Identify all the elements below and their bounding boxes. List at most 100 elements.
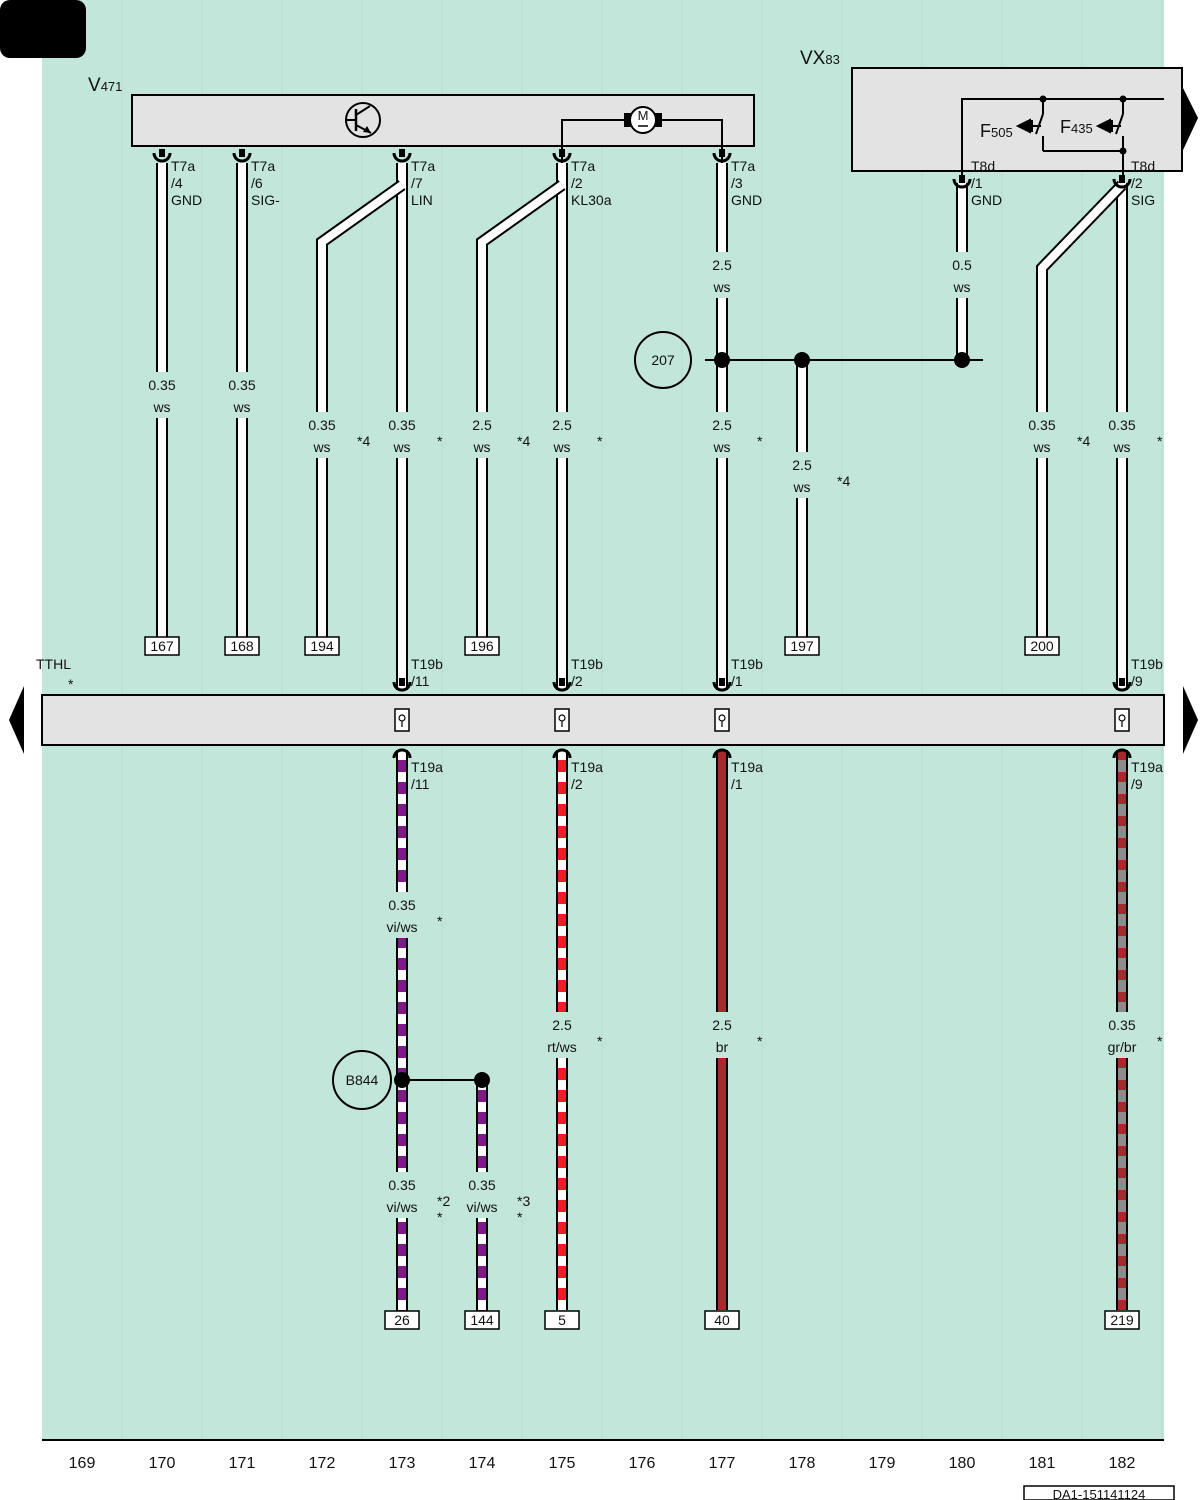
wire-note: *4 bbox=[517, 433, 530, 449]
splice-point bbox=[954, 352, 970, 368]
wire-note: *2* bbox=[437, 1193, 450, 1225]
wire-size: 2.5 bbox=[472, 417, 492, 433]
wire-color: vi/ws bbox=[466, 1199, 497, 1215]
wire-reference-box[interactable]: 40 bbox=[704, 1310, 740, 1330]
wire-size: 0.35 bbox=[308, 417, 335, 433]
wire-color: gr/br bbox=[1108, 1039, 1137, 1055]
wire-color: ws bbox=[472, 439, 490, 455]
wire-reference-number: 196 bbox=[470, 638, 494, 654]
junction-dot bbox=[1119, 95, 1127, 103]
v471-label: V471 bbox=[88, 75, 122, 96]
column-number: 170 bbox=[149, 1455, 176, 1472]
wire-reference-box[interactable]: 196 bbox=[464, 636, 500, 656]
wire-color: rt/ws bbox=[547, 1039, 577, 1055]
wire-size: 0.35 bbox=[388, 1177, 415, 1193]
wire-label-backdrop bbox=[703, 252, 741, 298]
splice-point bbox=[794, 352, 810, 368]
strip-connector-icon bbox=[554, 708, 570, 732]
column-number: 176 bbox=[629, 1455, 656, 1472]
wire-note: * bbox=[1157, 433, 1163, 449]
pin-terminal-icon bbox=[152, 149, 172, 163]
connector-label-strip-bottom: T19a/1 bbox=[731, 759, 763, 792]
column-number: 179 bbox=[869, 1455, 896, 1472]
column-number: 172 bbox=[309, 1455, 336, 1472]
wire-label-backdrop bbox=[223, 372, 261, 418]
wire-reference-box[interactable]: 168 bbox=[224, 636, 260, 656]
wire-label-backdrop bbox=[1023, 412, 1061, 458]
f505-label: F505 bbox=[980, 121, 1013, 141]
wire-reference-number: 5 bbox=[558, 1312, 566, 1328]
wire-label-backdrop bbox=[383, 412, 421, 458]
wire-reference-box[interactable]: 5 bbox=[544, 1310, 580, 1330]
wire-label-backdrop bbox=[783, 452, 821, 498]
wire-size: 0.35 bbox=[148, 377, 175, 393]
wire-reference-number: 219 bbox=[1110, 1312, 1134, 1328]
connector-label-strip-bottom: T19a/9 bbox=[1131, 759, 1163, 792]
motor-letter: M bbox=[638, 108, 649, 123]
column-number: 171 bbox=[229, 1455, 256, 1472]
column-number: 180 bbox=[949, 1455, 976, 1472]
ground-point-207[interactable] bbox=[634, 331, 692, 389]
wire-color: vi/ws bbox=[386, 1199, 417, 1215]
transistor-icon bbox=[345, 102, 381, 138]
wire-color: ws bbox=[712, 439, 730, 455]
wire-reference-number: 197 bbox=[790, 638, 814, 654]
wire-size: 2.5 bbox=[712, 417, 732, 433]
wire-note: * bbox=[757, 433, 763, 449]
pin-terminal-icon bbox=[712, 678, 732, 692]
pin-terminal-icon bbox=[1112, 175, 1132, 189]
column-number: 181 bbox=[1029, 1455, 1056, 1472]
wire-172-branch[interactable] bbox=[316, 180, 406, 637]
wire-label-backdrop bbox=[543, 1012, 581, 1058]
splice-point bbox=[714, 352, 730, 368]
pin-terminal-icon bbox=[552, 149, 572, 163]
wire-note: * bbox=[597, 433, 603, 449]
wire-color: vi/ws bbox=[386, 919, 417, 935]
column-number: 173 bbox=[389, 1455, 416, 1472]
connector-label-strip-bottom: T19a/2 bbox=[571, 759, 603, 792]
wire-note: *4 bbox=[837, 473, 850, 489]
pin-terminal-icon bbox=[392, 678, 412, 692]
doc-id-box bbox=[1023, 1485, 1175, 1500]
wire-reference-box[interactable]: 194 bbox=[304, 636, 340, 656]
wire-reference-number: 40 bbox=[714, 1312, 730, 1328]
wire-label-backdrop bbox=[463, 412, 501, 458]
ground-point-b844[interactable] bbox=[332, 1050, 392, 1110]
pin-terminal-icon bbox=[552, 748, 572, 759]
wire-note: *4 bbox=[1077, 433, 1090, 449]
column-number: 177 bbox=[709, 1455, 736, 1472]
wire-reference-box[interactable]: 167 bbox=[144, 636, 180, 656]
wire-reference-box[interactable]: 144 bbox=[464, 1310, 500, 1330]
wire-color: ws bbox=[792, 479, 810, 495]
wire-181-branch[interactable] bbox=[1036, 180, 1127, 637]
wire-size: 0.5 bbox=[952, 257, 972, 273]
wire-size: 2.5 bbox=[712, 1017, 732, 1033]
wire-label-backdrop bbox=[1103, 412, 1141, 458]
wire-reference-box[interactable]: 26 bbox=[384, 1310, 420, 1330]
wire-note: *4 bbox=[357, 433, 370, 449]
wire-label-backdrop bbox=[383, 1172, 421, 1218]
connector-label-strip-top: T19b/9 bbox=[1131, 656, 1163, 689]
prev-page-arrow-strip[interactable] bbox=[9, 686, 24, 754]
splice-point bbox=[474, 1072, 490, 1088]
next-page-arrow-strip[interactable] bbox=[1183, 686, 1198, 754]
vx83-component[interactable] bbox=[851, 67, 1183, 172]
wire-color: ws bbox=[312, 439, 330, 455]
wire-size: 0.35 bbox=[1108, 1017, 1135, 1033]
doc-id: DA1-151141124 bbox=[1053, 1487, 1146, 1500]
wire-174-branch[interactable] bbox=[476, 180, 566, 637]
wire-reference-box[interactable]: 200 bbox=[1024, 636, 1060, 656]
wire-color: ws bbox=[712, 279, 730, 295]
connector-strip[interactable] bbox=[41, 694, 1165, 746]
wire-color: br bbox=[716, 1039, 729, 1055]
wire-color: ws bbox=[392, 439, 410, 455]
connector-label-strip-top: T19b/1 bbox=[731, 656, 763, 689]
next-page-arrow-top[interactable] bbox=[1183, 88, 1198, 150]
wire-label-backdrop bbox=[703, 1012, 741, 1058]
wire-reference-number: 200 bbox=[1030, 638, 1054, 654]
wire-reference-box[interactable]: 197 bbox=[784, 636, 820, 656]
wire-color: ws bbox=[552, 439, 570, 455]
wire-reference-box[interactable]: 219 bbox=[1104, 1310, 1140, 1330]
